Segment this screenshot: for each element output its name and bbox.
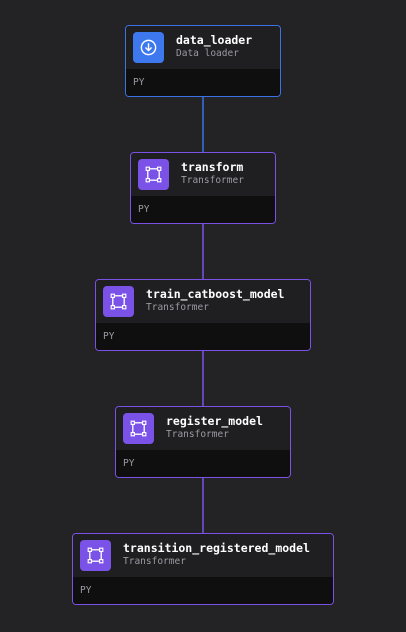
transformer-icon: [123, 413, 154, 444]
download-icon: [133, 32, 164, 63]
block-footer: PY: [73, 577, 333, 604]
block-name: transition_registered_model: [123, 541, 310, 555]
block-name: train_catboost_model: [146, 287, 285, 301]
block-name: data_loader: [176, 33, 253, 47]
block-language: PY: [133, 77, 145, 88]
block-footer: PY: [116, 450, 290, 477]
block-name: transform: [181, 160, 244, 174]
block-register-model[interactable]: register_model Transformer PY: [115, 406, 291, 478]
block-type: Transformer: [123, 556, 186, 567]
block-footer: PY: [126, 69, 280, 96]
block-type: Transformer: [166, 429, 229, 440]
block-header: transform Transformer: [131, 153, 275, 196]
block-type: Transformer: [181, 175, 244, 186]
block-type: Data loader: [176, 48, 239, 59]
block-header: transition_registered_model Transformer: [73, 534, 333, 577]
block-header: register_model Transformer: [116, 407, 290, 450]
transformer-icon: [103, 286, 134, 317]
block-language: PY: [80, 585, 92, 596]
block-language: PY: [103, 331, 115, 342]
block-transform[interactable]: transform Transformer PY: [130, 152, 276, 224]
block-header: train_catboost_model Transformer: [96, 280, 310, 323]
block-header: data_loader Data loader: [126, 26, 280, 69]
block-train-catboost-model[interactable]: train_catboost_model Transformer PY: [95, 279, 311, 351]
block-name: register_model: [166, 414, 263, 428]
transformer-icon: [138, 159, 169, 190]
block-transition-registered-model[interactable]: transition_registered_model Transformer …: [72, 533, 334, 605]
block-footer: PY: [96, 323, 310, 350]
block-footer: PY: [131, 196, 275, 223]
block-data-loader[interactable]: data_loader Data loader PY: [125, 25, 281, 97]
block-language: PY: [123, 458, 135, 469]
block-language: PY: [138, 204, 150, 215]
block-type: Transformer: [146, 302, 209, 313]
transformer-icon: [80, 540, 111, 571]
